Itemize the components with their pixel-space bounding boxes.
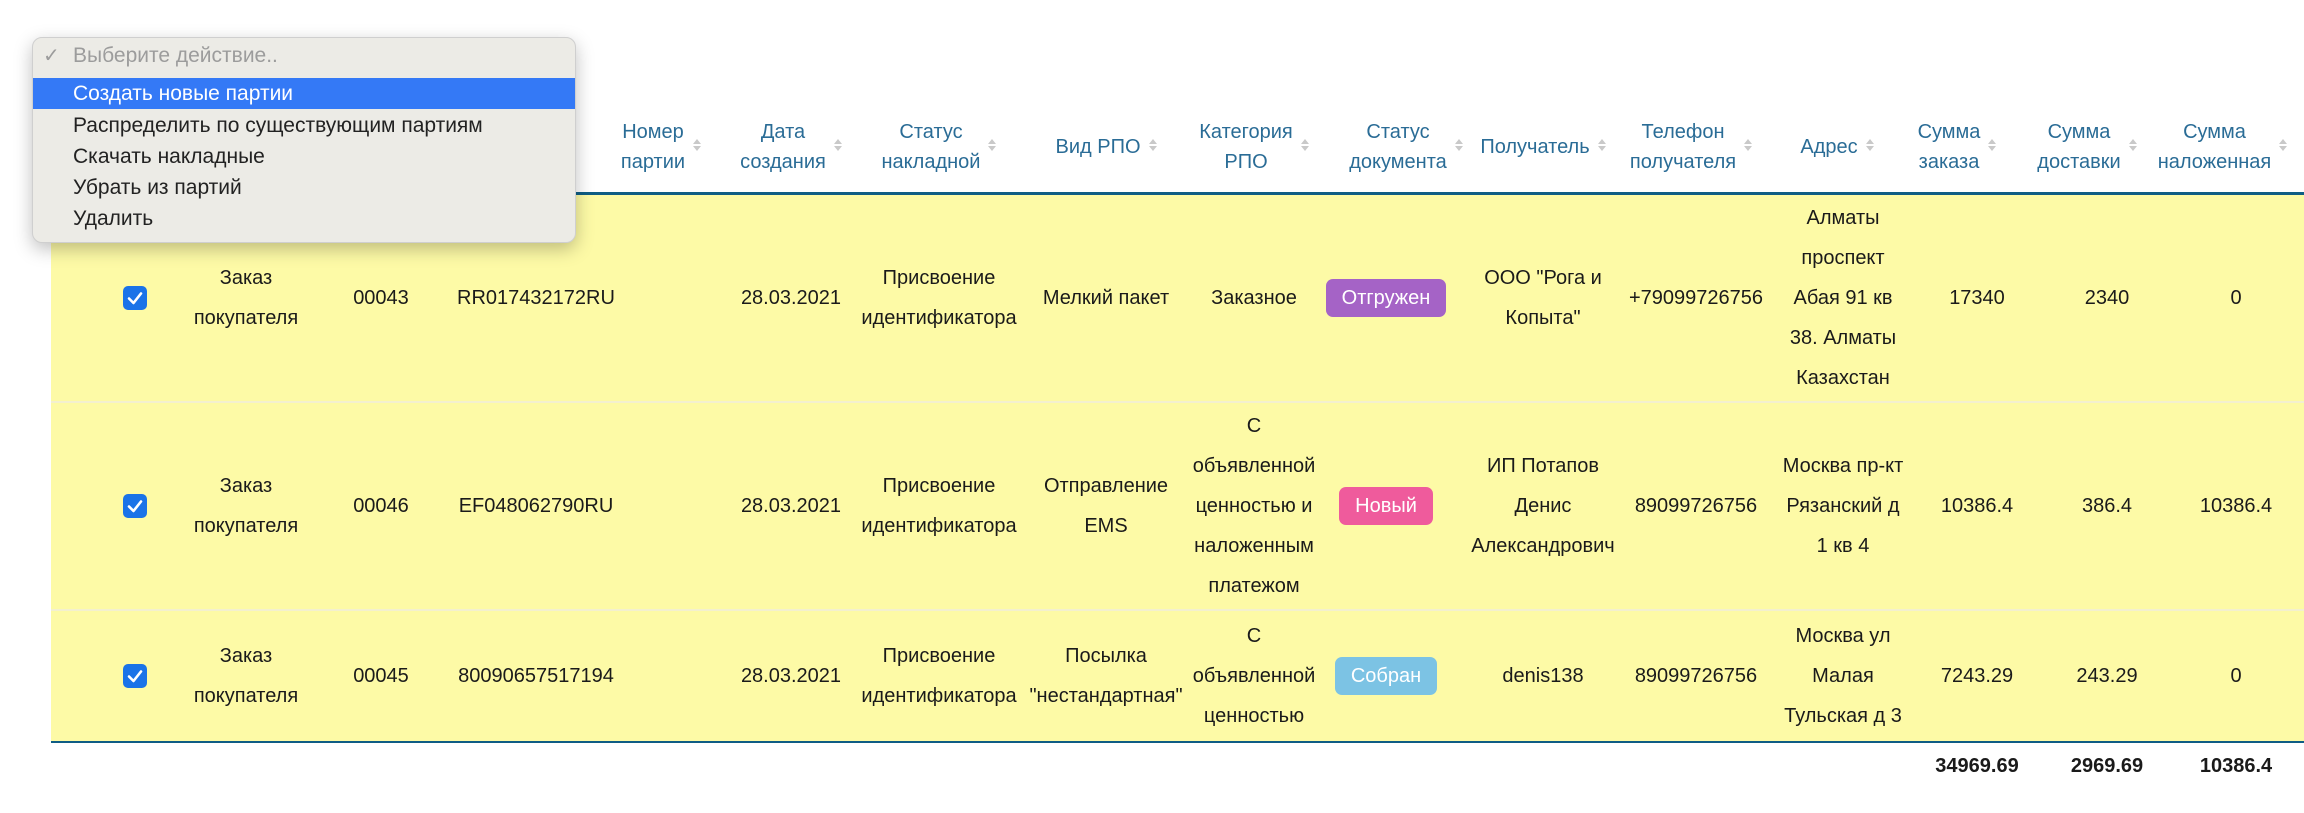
cell-recipient: ИП Потапов Денис Александрович xyxy=(1471,455,1615,557)
cell-doc-type: Заказ покупателя xyxy=(193,475,299,537)
cell-document-status: Отгружен xyxy=(1313,195,1459,401)
menu-placeholder: ✓ Выберите действие.. xyxy=(43,43,278,68)
cell-invoice-status: Присвоение идентификатора xyxy=(861,267,1017,329)
row-checkbox[interactable] xyxy=(123,664,147,688)
cell-doc-type: Заказ покупателя xyxy=(193,267,299,329)
header-recipient-phone[interactable]: Телефон получателя xyxy=(1629,121,1753,173)
cell-document-status: Собран xyxy=(1313,611,1459,741)
table-footer-divider xyxy=(51,741,2304,743)
cell-cod-sum: 0 xyxy=(2230,287,2242,309)
cell-cod-sum: 10386.4 xyxy=(2199,495,2273,517)
cell-order-sum: 17340 xyxy=(1949,287,2005,309)
cell-tracking: RR017432172RU xyxy=(457,287,615,309)
cell-number: 00043 xyxy=(353,287,409,309)
cell-delivery-sum: 243.29 xyxy=(2076,665,2138,687)
header-recipient[interactable]: Получатель xyxy=(1480,136,1606,158)
cell-tracking: 80090657517194 xyxy=(458,665,614,687)
cell-address: Москва пр-кт Рязанский д 1 кв 4 xyxy=(1782,455,1904,557)
cell-created-date: 28.03.2021 xyxy=(740,495,842,517)
status-badge: Собран xyxy=(1334,657,1438,695)
cell-document-status: Новый xyxy=(1313,403,1459,609)
cell-rpo-type: Мелкий пакет xyxy=(1042,287,1170,309)
checkmark-icon: ✓ xyxy=(43,45,60,67)
header-divider xyxy=(51,192,2304,195)
total-cod-sum: 10386.4 xyxy=(2199,754,2273,777)
checkmark-icon xyxy=(127,292,143,305)
cell-rpo-type: Посылка "нестандартная" xyxy=(1029,645,1183,707)
header-document-status[interactable]: Статус документа xyxy=(1349,121,1463,173)
cell-number: 00046 xyxy=(353,495,409,517)
cell-recipient-phone: +79099726756 xyxy=(1628,287,1764,309)
cell-party-number xyxy=(609,611,713,741)
cell-cod-sum: 0 xyxy=(2230,665,2242,687)
header-invoice-status[interactable]: Статус накладной xyxy=(881,121,997,173)
cell-created-date: 28.03.2021 xyxy=(740,665,842,687)
header-created-date[interactable]: Дата создания xyxy=(740,121,842,173)
header-delivery-sum[interactable]: Сумма доставки xyxy=(2037,121,2137,173)
cell-number: 00045 xyxy=(353,665,409,687)
header-order-sum[interactable]: Сумма заказа xyxy=(1917,121,1997,173)
table-row[interactable]: Заказ покупателя 00046 EF048062790RU 28.… xyxy=(51,403,2304,609)
cell-order-sum: 10386.4 xyxy=(1940,495,2014,517)
cell-created-date: 28.03.2021 xyxy=(740,287,842,309)
cell-recipient-phone: 89099726756 xyxy=(1634,665,1758,687)
header-rpo-type[interactable]: Вид РПО xyxy=(1055,136,1157,158)
cell-invoice-status: Присвоение идентификатора xyxy=(861,645,1017,707)
cell-rpo-category: Заказное xyxy=(1211,287,1297,309)
status-badge: Отгружен xyxy=(1325,279,1447,317)
cell-tracking: EF048062790RU xyxy=(458,495,614,517)
row-divider xyxy=(51,401,2304,403)
menu-item-delete[interactable]: Удалить xyxy=(73,206,154,230)
checkmark-icon xyxy=(127,500,143,513)
row-checkbox[interactable] xyxy=(123,286,147,310)
menu-item-download-invoices[interactable]: Скачать накладные xyxy=(73,144,265,168)
cell-rpo-category: С объявленной ценностью xyxy=(1192,625,1316,727)
cell-order-sum: 7243.29 xyxy=(1940,665,2014,687)
checkmark-icon xyxy=(127,670,143,683)
cell-delivery-sum: 386.4 xyxy=(2081,495,2133,517)
table-header: Номер партии Дата создания Статус наклад… xyxy=(51,0,2304,195)
menu-item-create-new-parties[interactable]: Создать новые партии xyxy=(33,78,575,109)
cell-recipient-phone: 89099726756 xyxy=(1634,495,1758,517)
cell-recipient: ООО "Рога и Копыта" xyxy=(1484,267,1602,329)
menu-item-distribute-existing[interactable]: Распределить по существующим партиям xyxy=(73,113,483,137)
table-row[interactable]: Заказ покупателя 00045 80090657517194 28… xyxy=(51,611,2304,741)
cell-recipient: denis138 xyxy=(1502,665,1584,687)
menu-item-remove-from-parties[interactable]: Убрать из партий xyxy=(73,175,242,199)
status-badge: Новый xyxy=(1339,487,1433,525)
action-dropdown-menu[interactable]: ✓ Выберите действие.. Создать новые парт… xyxy=(32,37,576,243)
total-delivery-sum: 2969.69 xyxy=(2070,754,2144,777)
cell-party-number xyxy=(609,195,713,401)
cell-address: Москва ул Малая Тульская д 3 xyxy=(1784,625,1902,727)
header-party-number[interactable]: Номер партии xyxy=(620,121,702,173)
total-order-sum: 34969.69 xyxy=(1935,754,2019,777)
header-address[interactable]: Адрес xyxy=(1800,136,1874,158)
row-checkbox[interactable] xyxy=(123,494,147,518)
cell-rpo-category: С объявленной ценностью и наложенным пла… xyxy=(1192,415,1316,597)
cell-rpo-type: Отправление EMS xyxy=(1043,475,1169,537)
cell-party-number xyxy=(609,403,713,609)
cell-doc-type: Заказ покупателя xyxy=(193,645,299,707)
header-rpo-category[interactable]: Категория РПО xyxy=(1199,121,1309,173)
cell-address: Алматы проспект Абая 91 кв 38. Алматы Ка… xyxy=(1789,207,1897,389)
row-divider xyxy=(51,609,2304,611)
cell-delivery-sum: 2340 xyxy=(2084,287,2130,309)
cell-invoice-status: Присвоение идентификатора xyxy=(861,475,1017,537)
header-cod-sum[interactable]: Сумма наложенная xyxy=(2157,121,2288,173)
